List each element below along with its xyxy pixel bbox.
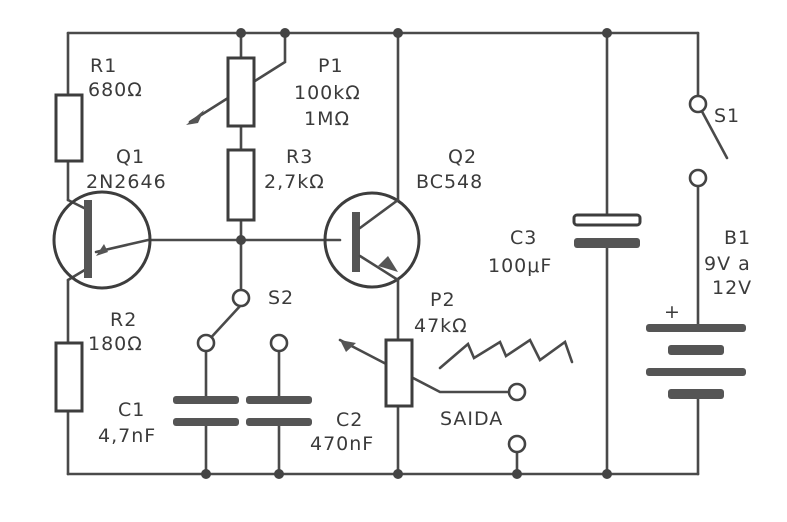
r2-body	[54, 341, 84, 413]
p1-body	[226, 56, 256, 128]
p1-value-1: 100kΩ	[294, 82, 361, 104]
p2-body	[384, 338, 414, 408]
junction	[512, 469, 522, 479]
c1-name: C1	[118, 399, 145, 421]
s2-terminal-c1	[196, 333, 216, 353]
r3-body	[226, 148, 256, 222]
output-terminal	[507, 382, 527, 402]
wires	[66, 31, 729, 476]
c2-name: C2	[336, 409, 363, 431]
battery-plate-4	[668, 389, 724, 399]
p1-wiper-wire	[188, 31, 287, 124]
p1-value-2: 1MΩ	[304, 108, 350, 130]
junction	[393, 28, 403, 38]
p1-arrow	[186, 110, 204, 125]
c1-plate-bottom	[173, 418, 239, 426]
terminals	[196, 94, 708, 454]
c3-name: C3	[510, 227, 537, 249]
junction	[274, 469, 284, 479]
junction	[236, 235, 246, 245]
r2-value: 180Ω	[88, 333, 143, 355]
junction	[201, 469, 211, 479]
p2-arrow	[340, 340, 356, 352]
r2-name: R2	[110, 309, 137, 331]
junction	[602, 28, 612, 38]
junction	[280, 28, 290, 38]
battery-plate-1	[646, 324, 746, 332]
resistors	[54, 56, 414, 413]
junction	[236, 28, 246, 38]
battery-plus-sign: +	[664, 301, 681, 323]
junction	[602, 469, 612, 479]
p2-wiper-wire	[338, 338, 519, 394]
s1-lever	[696, 102, 729, 160]
s1-name: S1	[714, 105, 740, 127]
q2-base-bar	[352, 212, 360, 272]
r1-value: 680Ω	[88, 79, 143, 101]
sawtooth-waveform	[438, 338, 574, 370]
junctions	[201, 28, 612, 479]
q2-leads	[358, 198, 400, 282]
q2-outline	[323, 191, 421, 289]
b1-name: B1	[724, 227, 751, 249]
labels: R1 680Ω P1 100kΩ 1MΩ R3 2,7kΩ Q1 2N2646 …	[86, 55, 752, 455]
c2-plate-top	[246, 396, 312, 404]
p1-name: P1	[318, 55, 344, 77]
battery-plate-3	[646, 368, 746, 376]
c2-plate-bottom	[246, 418, 312, 426]
b1-value-1: 9V a	[704, 253, 751, 275]
q1-outline	[52, 190, 152, 290]
q2-transistor	[323, 191, 421, 289]
c2-value: 470nF	[310, 433, 374, 455]
c1-plate-top	[173, 396, 239, 404]
s2-terminal-c2	[269, 333, 289, 353]
q2-name: Q2	[448, 146, 477, 168]
r3-value: 2,7kΩ	[264, 171, 325, 193]
junction	[393, 469, 403, 479]
output-label: SAIDA	[440, 408, 503, 430]
battery-b1	[646, 324, 746, 399]
r1-body	[54, 93, 84, 163]
battery-plate-2	[668, 345, 724, 355]
s2-name: S2	[268, 287, 294, 309]
q1-emitter-arrow	[96, 244, 108, 256]
s1-terminal-bottom	[688, 168, 708, 188]
q1-transistor	[52, 190, 152, 290]
q2-part: BC548	[416, 171, 483, 193]
s1-terminal-top	[688, 94, 708, 114]
c3-plate-bottom	[574, 238, 640, 248]
r3-name: R3	[286, 146, 313, 168]
p2-value: 47kΩ	[414, 315, 468, 337]
p2-name: P2	[430, 289, 456, 311]
q1-part: 2N2646	[86, 171, 167, 193]
s2-common-terminal	[231, 288, 251, 308]
b1-value-2: 12V	[712, 277, 752, 299]
q2-emitter-arrow	[378, 256, 398, 272]
q1-base-bar	[84, 200, 92, 278]
q1-emitter-to-q2-base-wire	[94, 238, 342, 254]
q1-name: Q1	[116, 146, 145, 168]
capacitors	[173, 213, 642, 426]
output-ground-terminal	[507, 434, 527, 454]
c1-value: 4,7nF	[98, 425, 156, 447]
c3-plate-top	[572, 213, 642, 227]
r1-name: R1	[90, 55, 117, 77]
c3-value: 100μF	[488, 255, 552, 277]
